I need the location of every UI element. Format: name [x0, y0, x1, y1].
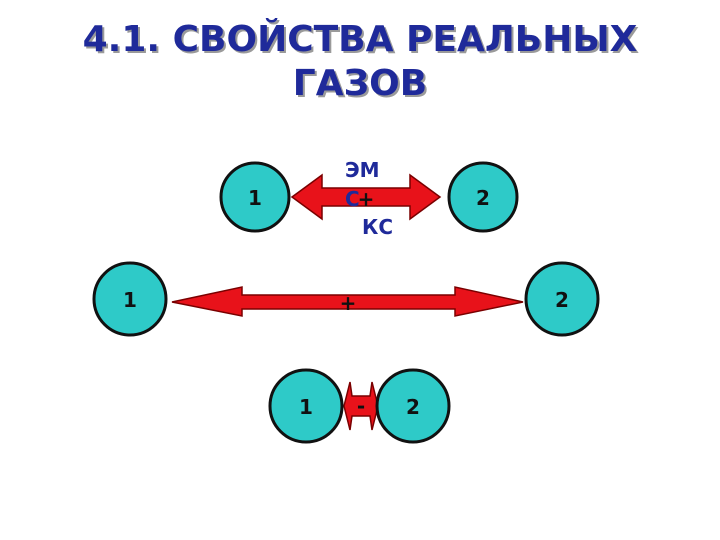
title-line-2: ГАЗОВ	[292, 63, 428, 104]
molecule-3-left	[268, 368, 344, 444]
molecule-2-left	[92, 261, 168, 337]
force-label-ks: КС	[362, 215, 393, 239]
molecule-1-right-label: 2	[476, 186, 490, 210]
double-arrow-1	[290, 173, 442, 221]
row-1: 1 2 ЭМ С + КС	[219, 158, 519, 239]
sign-1: +	[358, 187, 375, 211]
molecule-2-right	[524, 261, 600, 337]
row-3: 1 2 -	[268, 368, 451, 444]
molecule-2-right-label: 2	[555, 288, 569, 312]
slide-title: 4.1. СВОЙСТВА РЕАЛЬНЫХ ГАЗОВ	[0, 18, 720, 106]
molecule-3-right-label: 2	[406, 395, 420, 419]
sign-2: +	[340, 291, 357, 315]
title-line-1: 4.1. СВОЙСТВА РЕАЛЬНЫХ	[82, 19, 638, 60]
molecule-1-right	[447, 161, 519, 233]
molecule-3-left-label: 1	[299, 395, 313, 419]
row-2: 1 2 +	[92, 261, 600, 337]
molecule-1-left	[219, 161, 291, 233]
sign-3: -	[357, 394, 365, 418]
double-arrow-2	[171, 286, 524, 317]
force-label-s: С	[345, 187, 360, 211]
molecule-3-right	[375, 368, 451, 444]
force-label-em: ЭМ	[345, 158, 380, 182]
molecule-2-left-label: 1	[123, 288, 137, 312]
molecule-1-left-label: 1	[248, 186, 262, 210]
